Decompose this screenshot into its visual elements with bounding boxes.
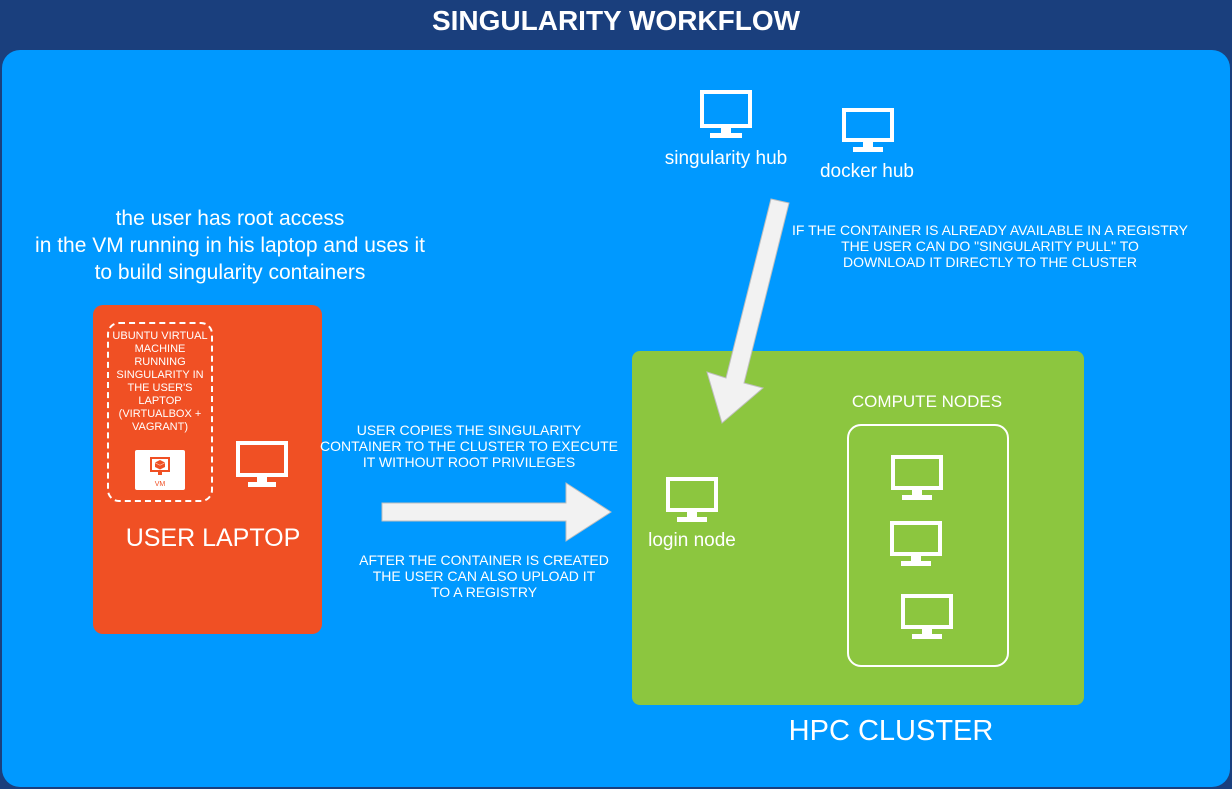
monitor-icon: [666, 477, 718, 522]
vm-line: MACHINE: [134, 343, 186, 355]
compute-nodes-label: COMPUTE NODES: [851, 392, 1003, 411]
copy-note-line-1: USER COPIES THE SINGULARITY: [356, 422, 582, 438]
registry-note-line-2: THE USER CAN DO "SINGULARITY PULL" TO: [841, 238, 1139, 254]
hpc-cluster-label: HPC CLUSTER: [788, 715, 994, 747]
monitor-icon: [236, 441, 288, 487]
diagram-title: SINGULARITY WORKFLOW: [431, 5, 801, 36]
copy-container-note: USER COPIES THE SINGULARITY CONTAINER TO…: [318, 422, 620, 470]
root-access-note: the user has root access in the VM runni…: [0, 205, 460, 286]
vm-line: VAGRANT): [131, 421, 189, 433]
singularity-hub-label: singularity hub: [664, 148, 788, 169]
upload-note-line-3: TO A REGISTRY: [430, 584, 538, 600]
user-laptop-box: [93, 305, 322, 634]
upload-note-line-1: AFTER THE CONTAINER IS CREATED: [359, 552, 609, 568]
user-laptop-label: USER LAPTOP: [125, 524, 301, 552]
monitor-icon: [842, 108, 894, 152]
registry-note-line-1: IF THE CONTAINER IS ALREADY AVAILABLE IN…: [791, 222, 1189, 238]
monitor-icon: [700, 90, 752, 138]
upload-note-line-2: THE USER CAN ALSO UPLOAD IT: [372, 568, 596, 584]
login-node-label: login node: [648, 530, 736, 551]
root-note-line-3: to build singularity containers: [94, 261, 366, 284]
docker-hub-label: docker hub: [819, 161, 914, 182]
registry-pull-note: IF THE CONTAINER IS ALREADY AVAILABLE IN…: [780, 222, 1200, 270]
monitor-icon: [890, 521, 942, 566]
copy-arrow: [381, 482, 612, 542]
copy-note-line-3: IT WITHOUT ROOT PRIVILEGES: [362, 454, 576, 470]
vm-line: SINGULARITY IN: [116, 369, 204, 381]
vm-description: UBUNTU VIRTUAL MACHINE RUNNING SINGULARI…: [107, 330, 213, 434]
monitor-icon: [901, 594, 953, 639]
vm-line: THE USER'S: [127, 382, 193, 394]
pull-arrow: [706, 198, 790, 424]
vm-line: (VIRTUALBOX +: [118, 408, 202, 420]
virtualbox-icon: VM: [135, 450, 185, 490]
vm-badge-text: VM: [155, 481, 166, 488]
vm-line: UBUNTU VIRTUAL: [112, 330, 208, 342]
copy-note-line-2: CONTAINER TO THE CLUSTER TO EXECUTE: [320, 438, 618, 454]
vm-line: LAPTOP: [138, 395, 182, 407]
registry-note-line-3: DOWNLOAD IT DIRECTLY TO THE CLUSTER: [842, 254, 1138, 270]
upload-registry-note: AFTER THE CONTAINER IS CREATED THE USER …: [350, 552, 618, 600]
monitor-icon: [891, 455, 943, 500]
root-note-line-1: the user has root access: [115, 207, 345, 230]
compute-nodes-box: [847, 424, 1009, 667]
vm-line: RUNNING: [134, 356, 186, 368]
root-note-line-2: in the VM running in his laptop and uses…: [35, 234, 425, 257]
vm-dashed-box: [107, 322, 213, 502]
